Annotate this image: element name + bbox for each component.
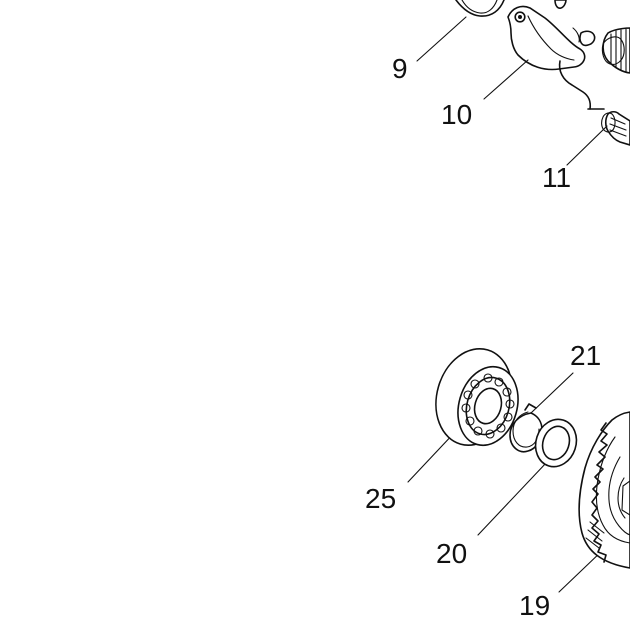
callout-11: 11 xyxy=(542,162,571,193)
part-25-ball-bearing xyxy=(435,348,519,447)
part-10-bracket xyxy=(507,0,605,110)
leader-lines xyxy=(407,16,608,593)
bearing-balls xyxy=(461,373,515,439)
part-19-gear xyxy=(578,411,630,569)
part-20-washer xyxy=(534,418,578,468)
callout-10: 10 xyxy=(441,99,472,130)
part-11-bolt xyxy=(601,110,630,146)
callout-9: 9 xyxy=(392,53,408,84)
callout-25: 25 xyxy=(365,483,396,514)
callout-19: 19 xyxy=(519,590,550,621)
part-9-housing xyxy=(455,0,505,17)
spline-shaft-top xyxy=(601,27,630,74)
callout-20: 20 xyxy=(436,538,467,569)
callout-21: 21 xyxy=(570,340,601,371)
